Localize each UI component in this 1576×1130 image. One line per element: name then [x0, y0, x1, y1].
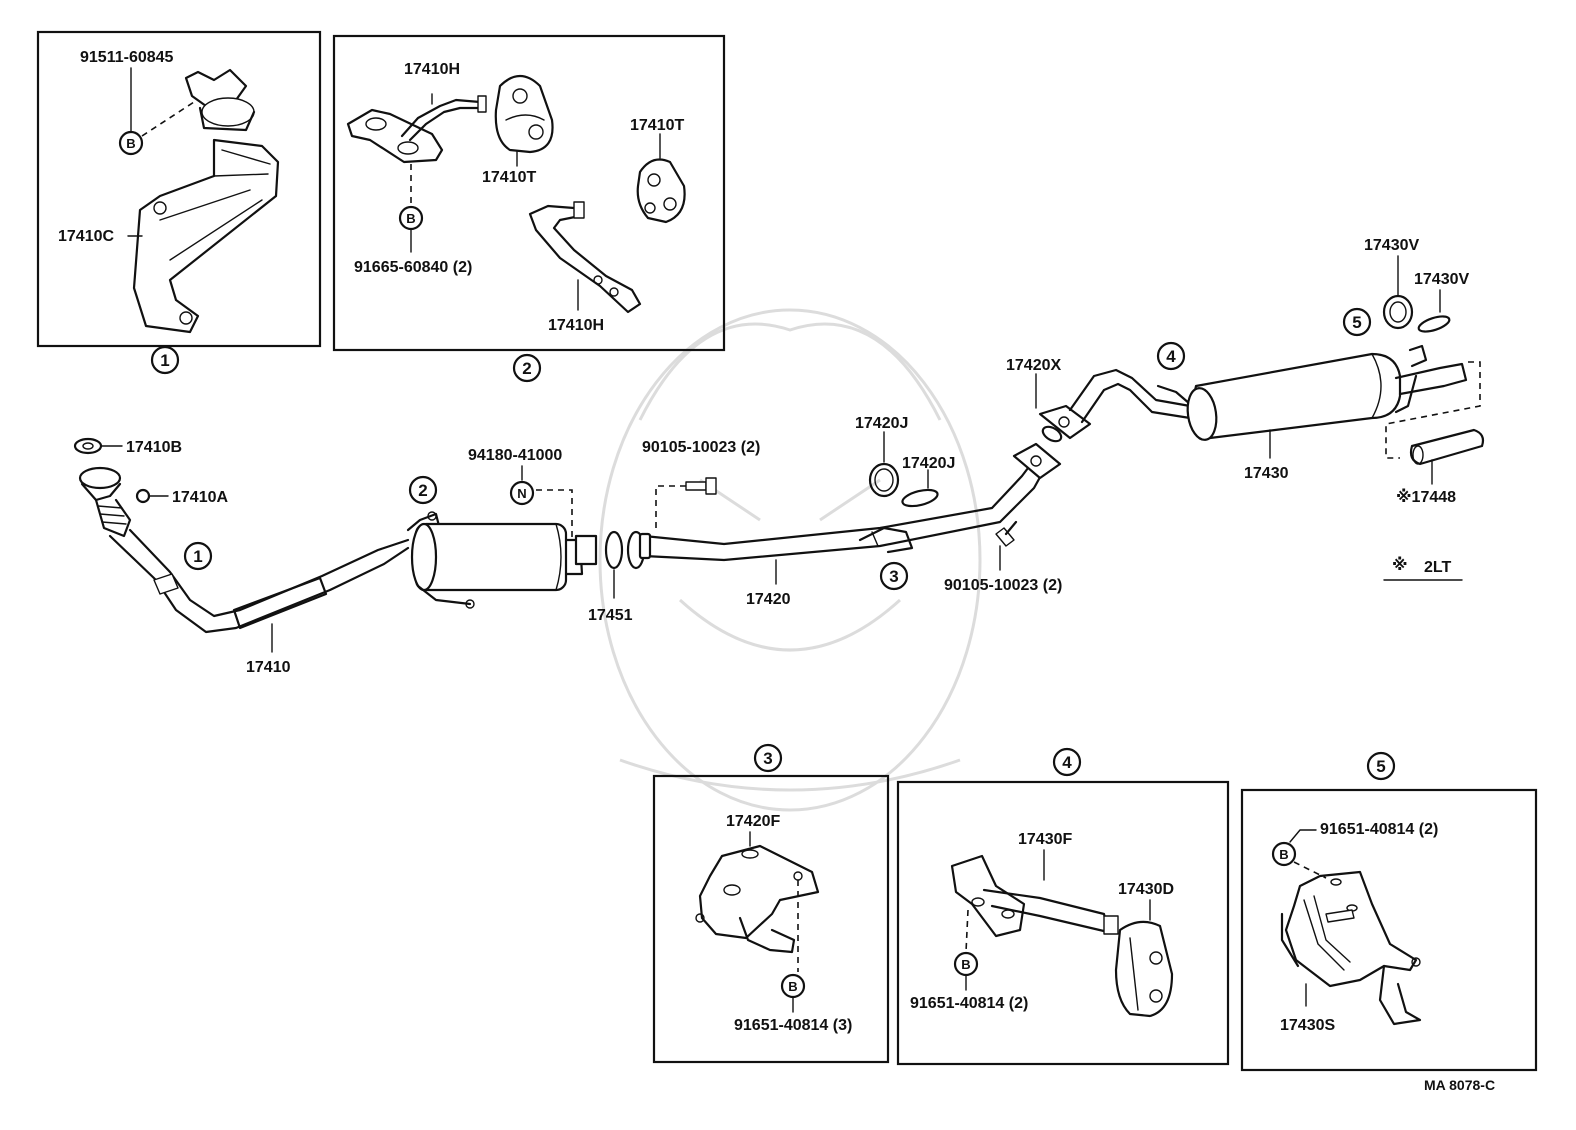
part-label-17410: 17410	[246, 659, 291, 676]
inset-1: B 91511-60845 17410C	[36, 30, 322, 348]
svg-text:3: 3	[763, 749, 772, 768]
part-label-91665-60840: 91665-60840 (2)	[354, 259, 472, 276]
callout-3-main: 3	[879, 561, 909, 591]
part-label-17430S: 17430S	[1280, 1017, 1335, 1034]
watermark-emblem	[598, 308, 982, 812]
callout-5-inset: 5	[1366, 751, 1396, 781]
callout-4-main: 4	[1156, 341, 1186, 371]
part-label-17410C: 17410C	[58, 228, 114, 245]
callout-5-main: 5	[1342, 307, 1372, 337]
part-label-17410B: 17410B	[126, 439, 182, 456]
part-label-17430F: 17430F	[1018, 831, 1072, 848]
tail-pipe-17420X: 17420X	[1006, 357, 1192, 443]
nut-17410A: 17410A	[135, 488, 228, 506]
note-text: 2LT	[1424, 559, 1451, 576]
svg-text:1: 1	[160, 351, 169, 370]
part-label-17410H-top: 17410H	[404, 61, 460, 78]
sub-muffler	[406, 511, 598, 609]
main-muffler-17430: 17430	[1156, 344, 1468, 482]
svg-text:B: B	[788, 979, 797, 994]
part-label-17430D: 17430D	[1118, 881, 1174, 898]
svg-text:2: 2	[418, 481, 427, 500]
svg-text:B: B	[1279, 847, 1288, 862]
part-label-17430V-right: 17430V	[1414, 271, 1469, 288]
inset-2: B 17410H 91665-60840 (2) 17410T 17410T 1…	[332, 34, 726, 352]
part-label-90105-10023-upper: 90105-10023 (2)	[642, 439, 760, 456]
svg-text:5: 5	[1352, 313, 1361, 332]
center-pipe-17420: 17420	[638, 442, 1062, 608]
inset-3: 17420F B 91651-40814 (3)	[652, 774, 890, 1064]
gaskets-17420J: 17420J 17420J	[855, 415, 955, 508]
n-letter: N	[517, 486, 526, 501]
part-label-17410T-right: 17410T	[630, 117, 684, 134]
part-label-17420: 17420	[746, 591, 791, 608]
svg-text:5: 5	[1376, 757, 1385, 776]
svg-text:4: 4	[1062, 753, 1072, 772]
tail-extension-17448: ※17448	[1385, 361, 1485, 506]
part-label-17430: 17430	[1244, 465, 1289, 482]
note-symbol: ※	[1392, 556, 1408, 574]
callout-3-inset: 3	[753, 743, 783, 773]
part-label-17410H-bottom: 17410H	[548, 317, 604, 334]
part-label-17451: 17451	[588, 607, 633, 624]
callout-4-inset: 4	[1052, 747, 1082, 777]
part-label-94180-41000: 94180-41000	[468, 447, 562, 464]
part-label-91651-40814-3: 91651-40814 (3)	[734, 1017, 852, 1034]
part-label-17420F: 17420F	[726, 813, 780, 830]
inset-4: 17430F B 91651-40814 (2) 17430D	[896, 780, 1230, 1066]
rubber-mount-small-icon	[636, 158, 686, 224]
svg-text:4: 4	[1166, 347, 1176, 366]
rubber-mount-icon	[494, 74, 554, 154]
svg-text:B: B	[406, 211, 415, 226]
front-pipe-17410: 17410	[78, 466, 410, 676]
part-label-17448: ※17448	[1396, 488, 1456, 506]
part-label-17410T-left: 17410T	[482, 169, 536, 186]
nut-94180-41000: 94180-41000 N	[468, 447, 573, 542]
gasket-17410B: 17410B	[73, 437, 182, 456]
inset-5: 91651-40814 (2) B 17430S	[1240, 788, 1538, 1072]
svg-text:3: 3	[889, 567, 898, 586]
b-letter: B	[126, 136, 135, 151]
bolt-90105-10023-upper: 90105-10023 (2)	[642, 439, 760, 530]
bolt-90105-10023-lower: 90105-10023 (2)	[944, 520, 1062, 594]
part-label-91511-60845: 91511-60845	[80, 49, 174, 66]
part-label-91651-40814-2-b: 91651-40814 (2)	[910, 995, 1028, 1012]
svg-text:B: B	[961, 957, 970, 972]
engine-note: ※ 2LT	[1383, 556, 1463, 581]
svg-text:2: 2	[522, 359, 531, 378]
callout-2-inset: 2	[512, 353, 542, 383]
part-label-17430V-left: 17430V	[1364, 237, 1419, 254]
svg-text:1: 1	[193, 547, 202, 566]
callout-2-main: 2	[408, 475, 438, 505]
part-label-17410A: 17410A	[172, 489, 228, 506]
part-label-17420X: 17420X	[1006, 357, 1061, 374]
callout-1-main: 1	[183, 541, 213, 571]
gaskets-17430V: 17430V 17430V	[1364, 237, 1469, 333]
part-label-91651-40814-2-c: 91651-40814 (2)	[1320, 821, 1438, 838]
callout-1-inset: 1	[150, 345, 180, 375]
rubber-mount-icon	[1114, 920, 1174, 1018]
drawing-code: MA 8078-C	[1424, 1077, 1495, 1093]
part-label-17420J-right: 17420J	[902, 455, 955, 472]
part-label-17420J-left: 17420J	[855, 415, 908, 432]
part-label-90105-10023-lower: 90105-10023 (2)	[944, 577, 1062, 594]
